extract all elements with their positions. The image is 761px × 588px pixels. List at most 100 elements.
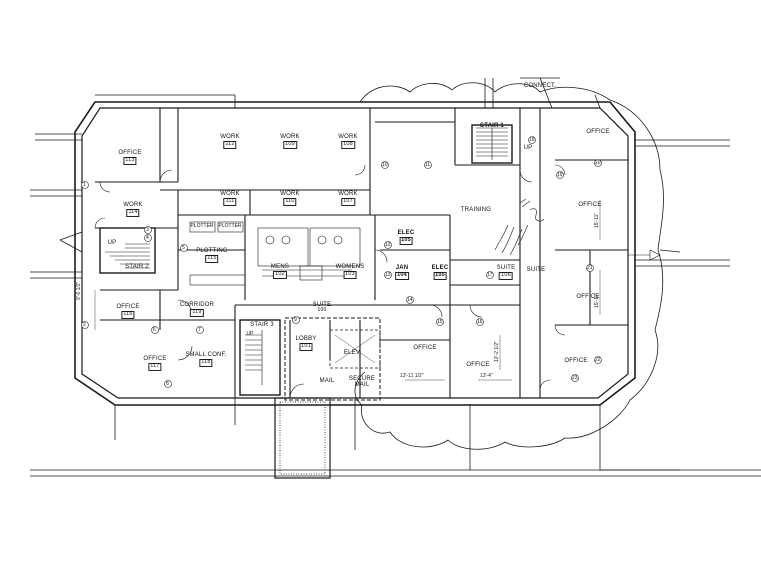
room-number: 116 [121,311,135,320]
room-number: 100 [317,307,327,314]
up-label-3: UP [246,331,254,337]
dimension-d6: 10'-2 1/2" [494,340,500,362]
tag-5: 5 [182,245,185,251]
room-number: 117 [148,363,162,372]
dimension-d3: 13'-4" [480,373,493,379]
stair-1-label: STAIR 1 [480,123,504,129]
office-right-3-label: OFFICE [564,358,588,364]
tag-9: 9 [294,317,297,323]
room-number: 101 [299,343,313,352]
tag-3: 3 [146,227,149,233]
tag-20: 20 [595,160,601,166]
tag-6: 6 [153,327,156,333]
room-name: WORK [338,134,358,140]
room-name: OFFICE [143,356,167,362]
room-number: 106 [499,272,513,281]
landscape-cloud-outline [359,82,664,450]
room-name: LOBBY [295,336,317,342]
tag-15: 15 [437,319,443,325]
room-number: 114 [126,209,140,218]
room-number: 110 [283,198,297,207]
room-name: CORRIDOR [179,302,215,308]
dimension-d1: 9'-6 1/2" [76,281,82,300]
room-name: WORK [220,134,240,140]
entry-plaza [274,397,331,479]
dimension-d5: 15'-11" [594,292,600,308]
tag-19: 19 [557,172,563,178]
up-label-2: UP [107,240,117,246]
tag-7: 7 [198,327,201,333]
tag-18: 18 [529,137,535,143]
dimension-d2: 13'-11 1/2" [400,373,424,379]
building-exterior-wall [74,101,636,406]
tag-8: 8 [166,381,169,387]
room-name: WOMENS [335,264,365,270]
room-name: ELEC [431,265,449,271]
room-number: 113 [123,157,137,166]
tag-14: 14 [407,297,413,303]
room-name: WORK [338,191,358,197]
plotter-1-label: PLOTTER [190,223,214,229]
tag-22: 22 [595,357,601,363]
room-number: 105 [399,237,413,246]
room-number: 104 [395,272,409,281]
elevator [329,329,381,369]
stair-2-label: STAIR 2 [125,264,149,270]
stair-3 [239,319,281,396]
room-name: SMALL CONF. [185,352,227,358]
room-small-conf-118: SMALL CONF.118 [185,352,227,368]
room-number: 115 [205,255,219,264]
tag-12: 12 [385,242,391,248]
room-name: SUITE [312,302,332,308]
stair-1 [471,124,513,164]
room-number: 111 [223,198,237,207]
office-right-2-label: OFFICE [576,294,600,300]
room-name: MENS [270,264,290,270]
office-top-right-label: OFFICE [586,129,610,135]
tag-11: 11 [425,162,431,168]
dimension-d4: 15'-11" [594,212,600,228]
plotter-2-label: PLOTTER [218,223,242,229]
room-name: WORK [123,202,143,208]
room-number: 108 [341,141,355,150]
room-name: SUITE [496,265,516,271]
suite-right-label: SUITE [526,267,546,273]
tag-21: 21 [587,265,593,271]
room-name: ELEC [397,230,415,236]
room-number: 112 [223,141,237,150]
room-number: 107 [341,198,355,207]
room-number: 109 [283,141,297,150]
elev-label: ELEV [343,350,361,356]
room-number: 103 [343,271,357,280]
tag-10: 10 [382,162,388,168]
room-name: WORK [220,191,240,197]
tag-2: 2 [83,322,86,328]
mail-label: MAIL [319,378,335,384]
handwritten-markup [494,198,545,256]
room-name: WORK [280,191,300,197]
room-name: PLOTTING [196,248,228,254]
up-label-1: UP [523,145,533,151]
office-center-2-label: OFFICE [466,362,490,368]
room-number: 102 [273,271,287,280]
tag-1: 1 [83,182,86,188]
